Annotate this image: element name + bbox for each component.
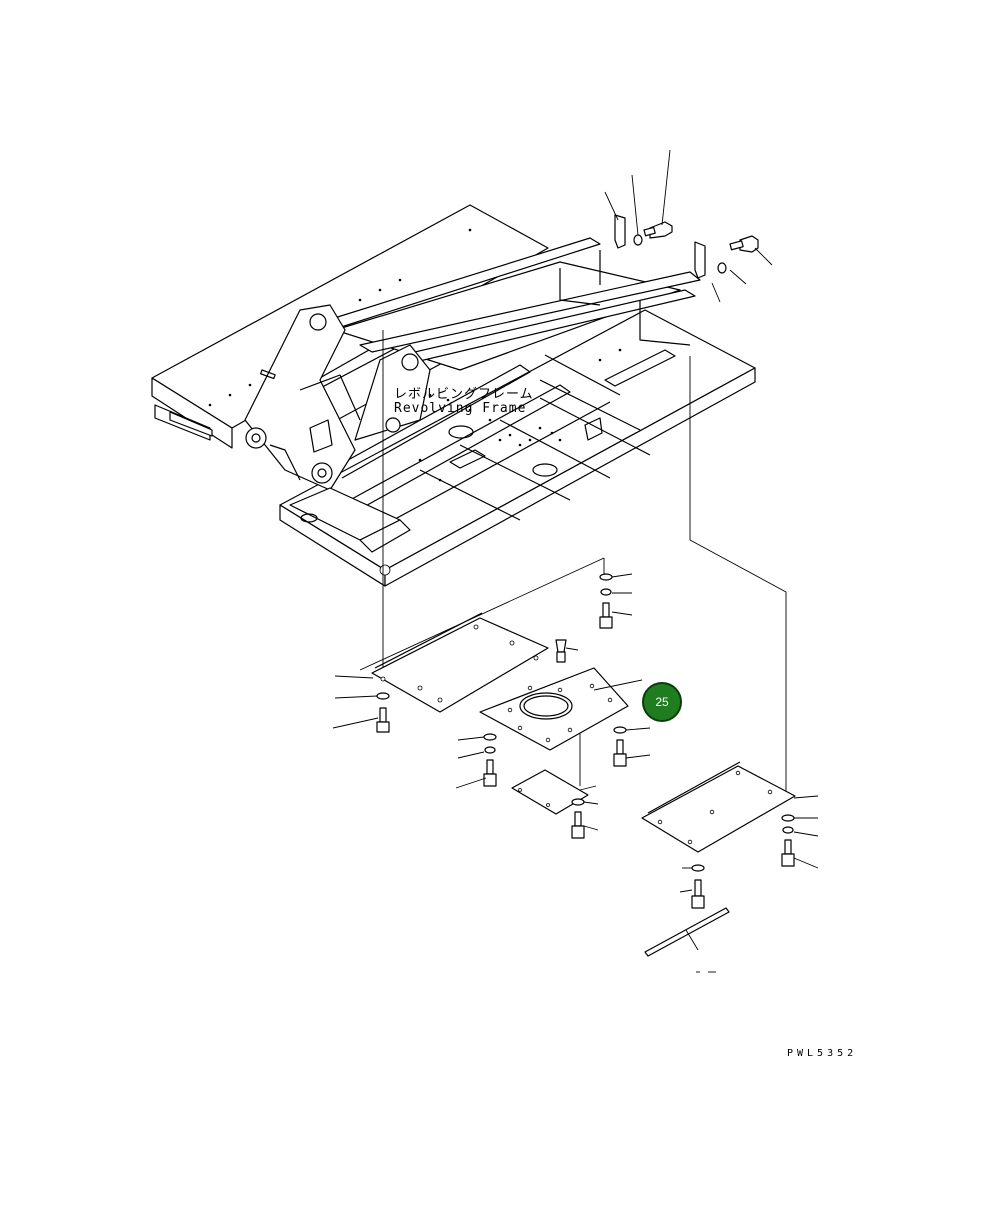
- mid-fasteners: [455, 573, 633, 789]
- component-label-english: Revolving Frame: [394, 401, 527, 416]
- inspection-cover: [511, 769, 599, 839]
- part-callout-badge[interactable]: 25: [642, 682, 682, 722]
- under-cover-right: [641, 761, 819, 909]
- seal-strip: [644, 907, 730, 973]
- under-cover-left: [332, 612, 579, 733]
- top-bracket-parts: [604, 149, 773, 303]
- revolving-frame: [151, 204, 756, 587]
- component-label-japanese: レボルビングフレーム: [394, 387, 534, 402]
- swivel-cover-plate: [479, 667, 651, 767]
- drawing-number: PWL5352: [787, 1048, 858, 1059]
